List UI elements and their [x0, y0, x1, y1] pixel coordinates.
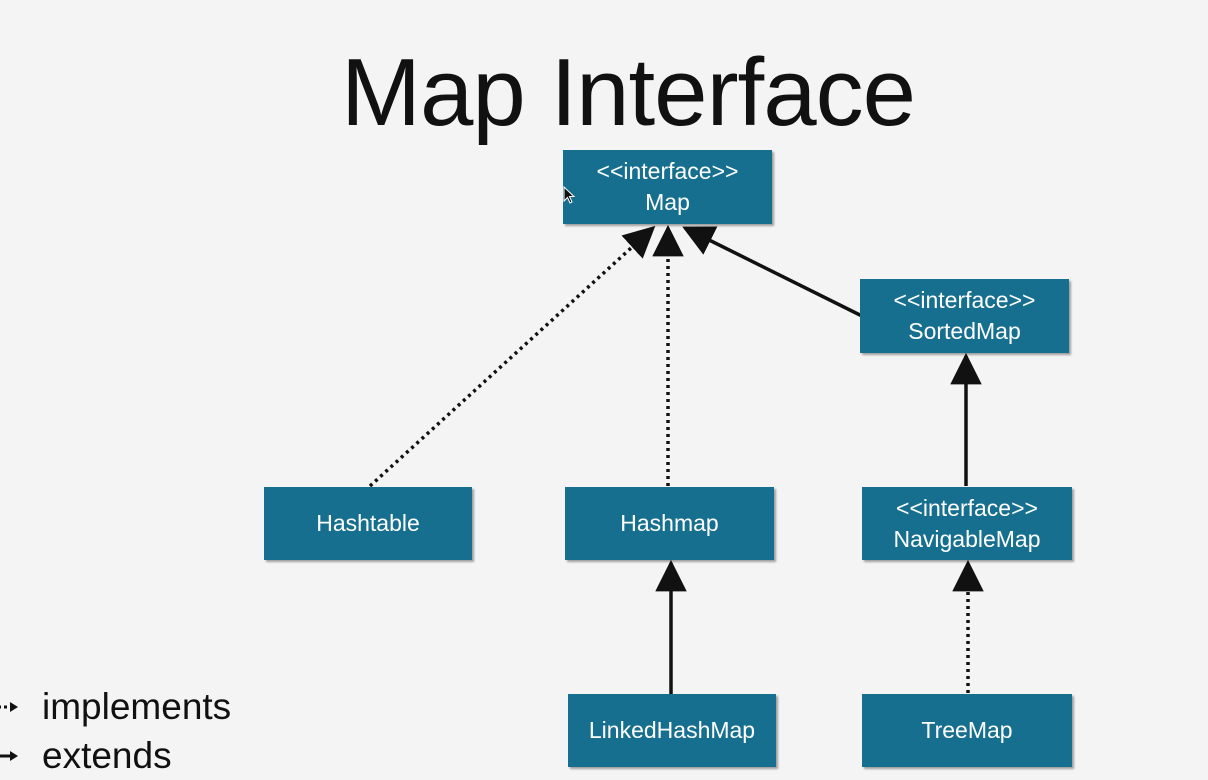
- dotted-arrow-icon: [0, 702, 18, 712]
- node-hashtable: Hashtable: [264, 487, 472, 560]
- legend-implements-label: implements: [42, 686, 232, 727]
- node-sortedmap-stereotype: <<interface>>: [893, 287, 1036, 313]
- node-map: <<interface>> Map: [563, 150, 772, 224]
- legend-implements: implements: [0, 686, 232, 727]
- solid-arrow-icon: [0, 751, 18, 761]
- node-hashmap-name: Hashmap: [620, 510, 719, 536]
- node-linkedhashmap-name: LinkedHashMap: [588, 717, 756, 743]
- node-navigablemap-name: NavigableMap: [893, 525, 1041, 552]
- node-sortedmap: <<interface>> SortedMap: [860, 279, 1069, 353]
- edge-hashtable-implements-map: [368, 225, 656, 488]
- node-treemap-name: TreeMap: [921, 717, 1013, 743]
- node-hashmap: Hashmap: [565, 487, 774, 560]
- page-title: Map Interface: [341, 39, 916, 146]
- node-navigablemap-stereotype: <<interface>>: [896, 494, 1038, 521]
- legend-extends: extends: [0, 735, 172, 776]
- edge-sortedmap-extends-map: [682, 226, 871, 322]
- node-sortedmap-name: SortedMap: [908, 318, 1021, 344]
- node-linkedhashmap: LinkedHashMap: [568, 694, 776, 767]
- node-hashtable-name: Hashtable: [316, 510, 420, 536]
- node-treemap: TreeMap: [862, 694, 1072, 767]
- legend-extends-label: extends: [42, 735, 172, 776]
- node-map-name: Map: [645, 189, 690, 215]
- mouse-pointer-icon: [563, 186, 575, 204]
- node-navigablemap: <<interface>> NavigableMap: [862, 487, 1072, 560]
- node-map-stereotype: <<interface>>: [596, 158, 739, 184]
